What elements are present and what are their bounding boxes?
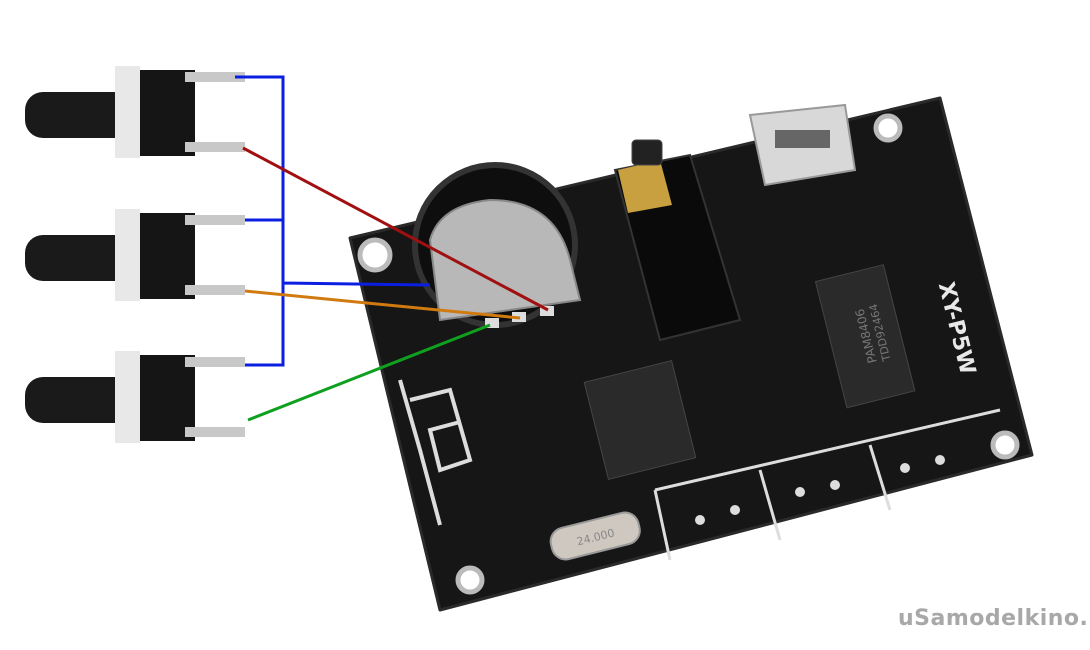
button-1 [25,66,245,158]
amp-chip: PAM8406 TDD92464 [814,264,916,409]
wire-button-3 [247,323,491,422]
bluetooth-chip [583,359,697,481]
mount-hole [357,237,393,273]
antenna-trace [398,379,473,526]
audio-jack-contacts [618,160,672,213]
terminal-outline [653,408,1001,561]
crystal-oscillator: 24.000 [549,511,641,561]
potentiometer-body [428,198,582,322]
wire-common [235,75,431,367]
mount-hole [873,113,903,143]
mount-hole [455,565,485,595]
wire-button-1 [242,146,549,312]
button-3 [25,351,245,443]
wire-button-2 [244,289,521,320]
watermark: uSamodelkino.ru [898,606,1090,631]
button-2 [25,209,245,301]
mount-hole [990,430,1020,460]
pcb-board: PAM8406 TDD92464 24.000 XY-P5W [348,96,1034,612]
